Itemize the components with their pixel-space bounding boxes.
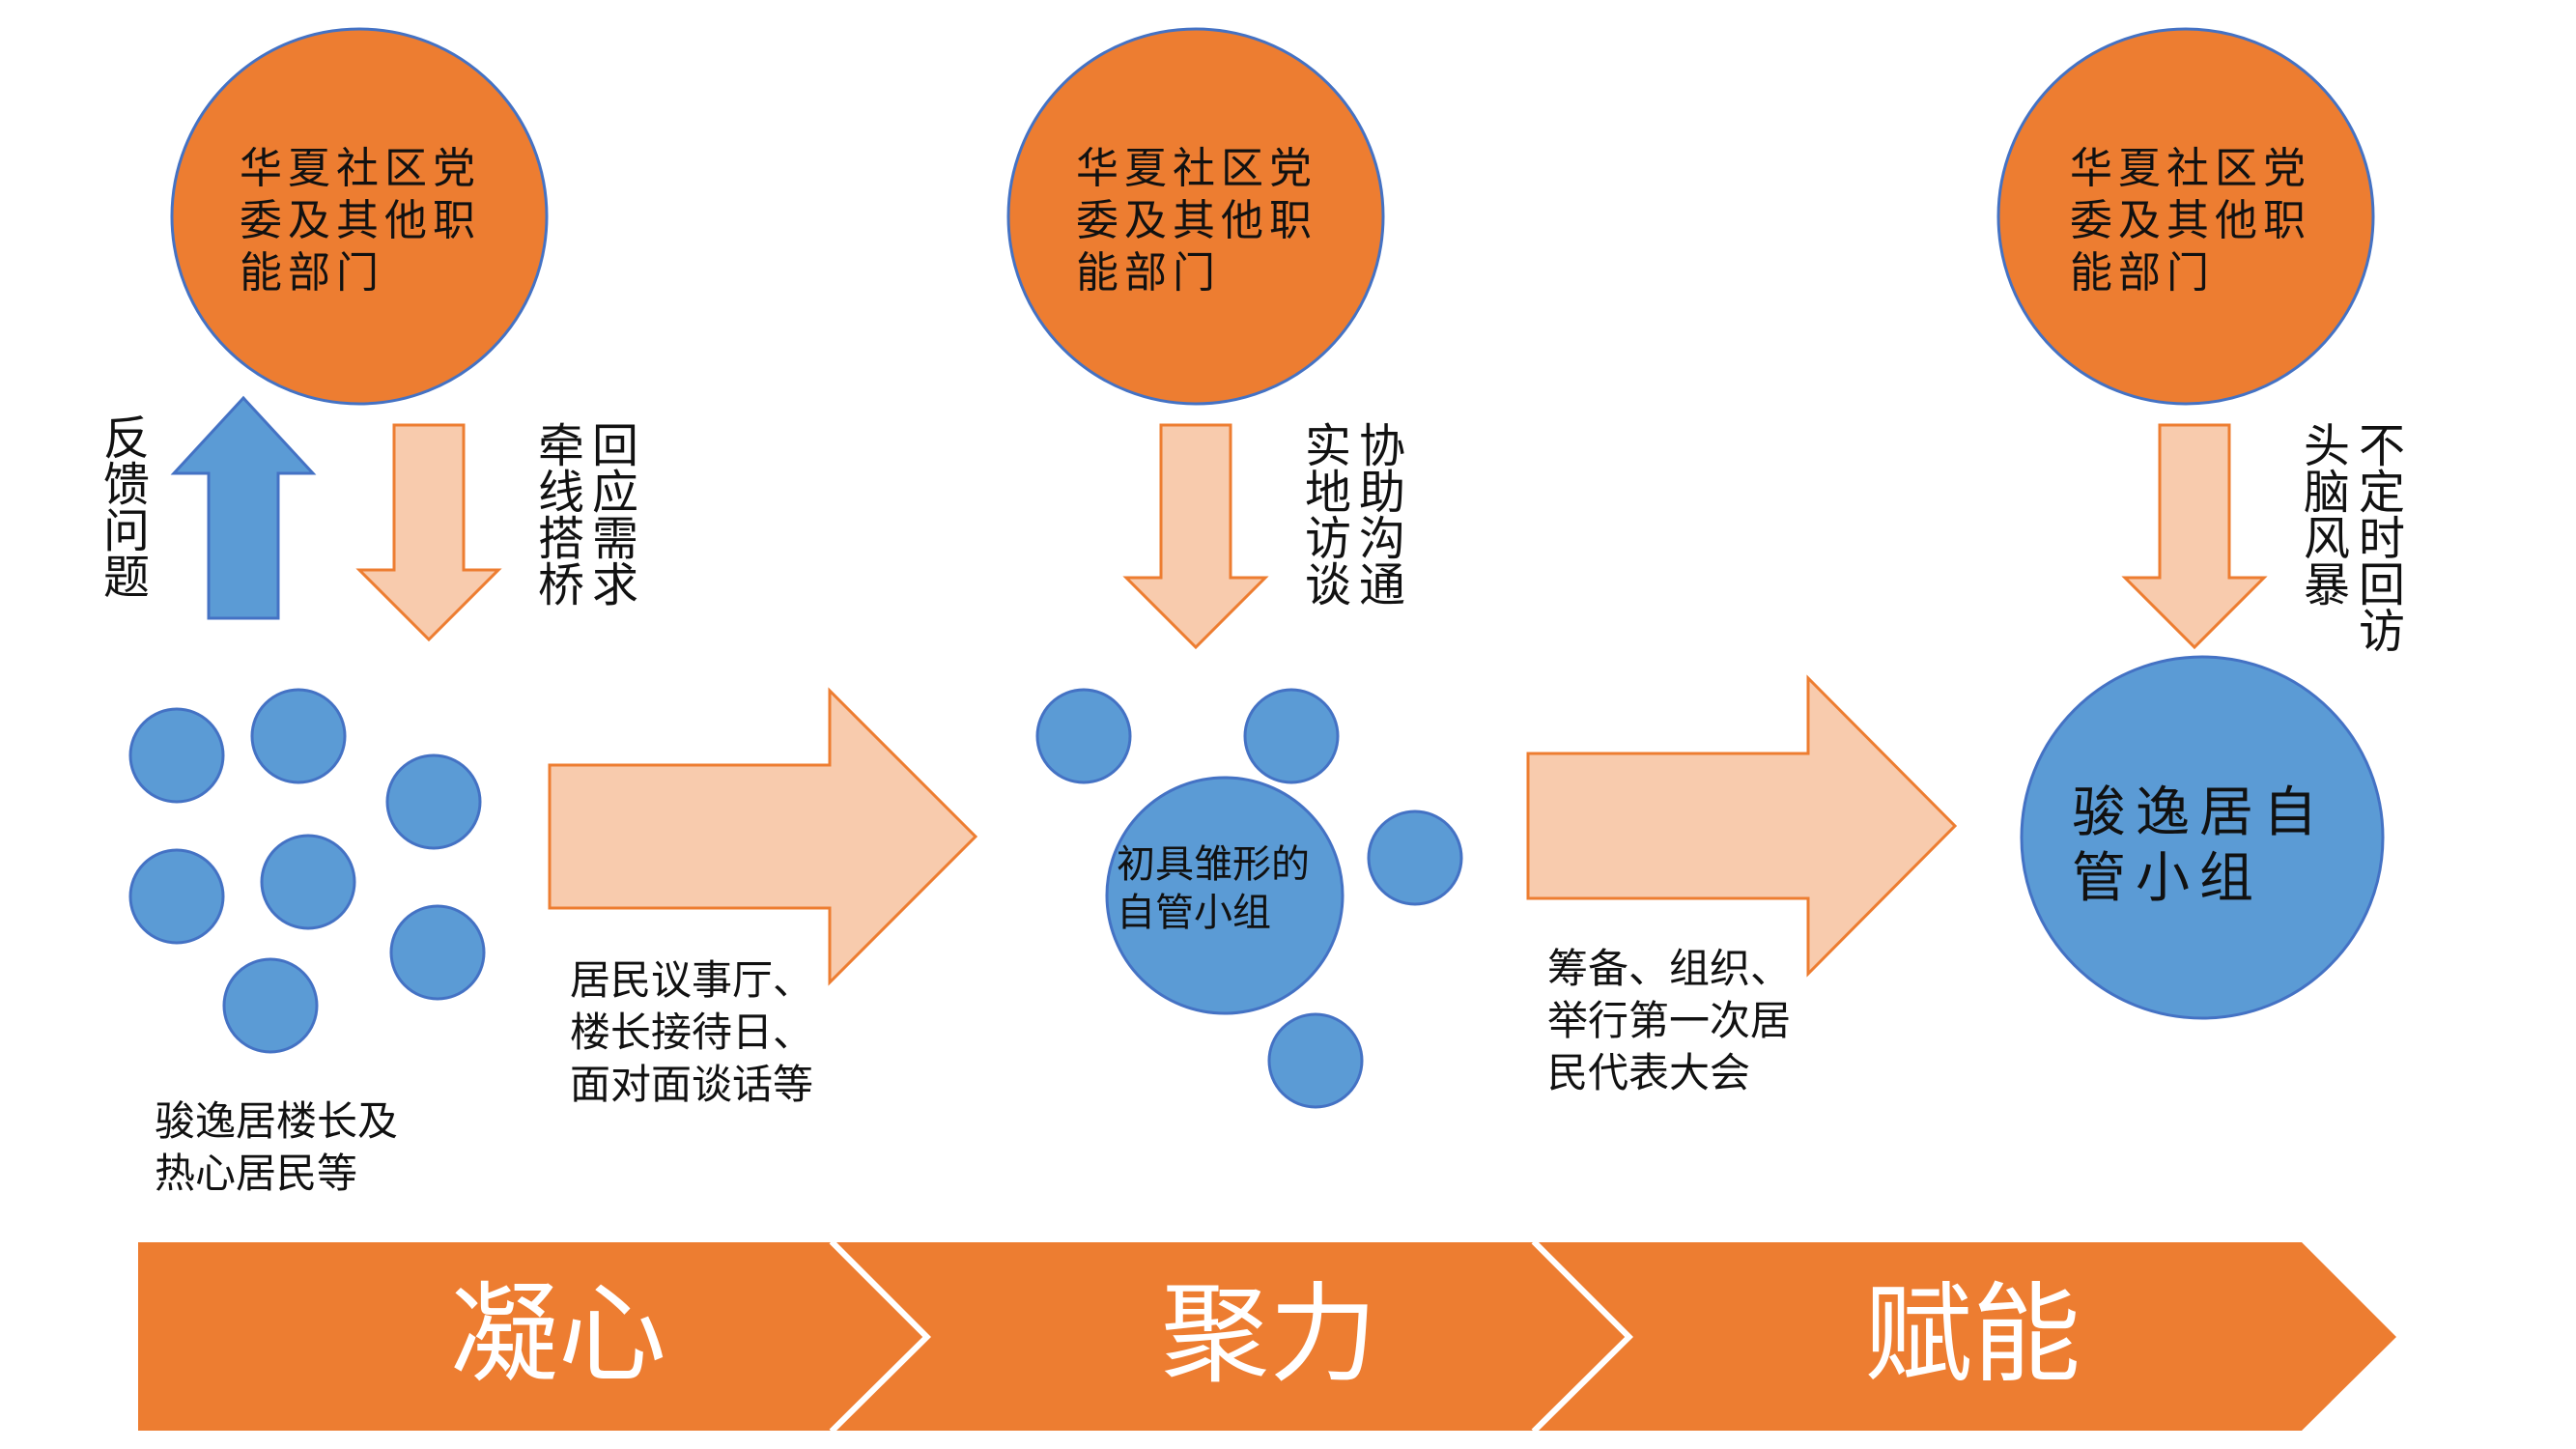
- caption-line: 热心居民等: [155, 1150, 358, 1197]
- field-interview-label: 实地访谈: [1296, 421, 1350, 607]
- circle-label-line: 华夏社区党: [2070, 144, 2311, 193]
- channels-caption: 居民议事厅、 楼长接待日、 面对面谈话等: [570, 954, 813, 1111]
- chevron-separator: [1531, 1240, 1630, 1433]
- down-arrow-icon: [2121, 423, 2268, 650]
- feedback-label: 反馈问题: [95, 413, 149, 599]
- resident-dot: [128, 848, 225, 945]
- resident-dot: [389, 904, 486, 1001]
- party-committee-circle-3: [1996, 27, 2375, 406]
- stage-chevron-1: [138, 1242, 925, 1431]
- circle-label-line: 委及其他职: [1076, 196, 1317, 245]
- caption-line: 民代表大会: [1547, 1049, 1751, 1096]
- circle-label-line: 能部门: [1076, 248, 1221, 298]
- resident-dot: [385, 753, 482, 850]
- stage-chevron-2: [836, 1242, 1628, 1431]
- circle-label-line: 初具雏形的: [1117, 842, 1310, 887]
- resident-dot: [260, 834, 356, 930]
- irregular-revisit-label: 不定时回访: [2350, 421, 2404, 653]
- embryonic-group-label: 初具雏形的 自管小组: [1117, 840, 1310, 937]
- assist-communication-label: 协助沟通: [1350, 421, 1404, 607]
- circle-label-line: 骏逸居自: [2072, 781, 2327, 844]
- member-dot: [1367, 810, 1463, 906]
- right-arrow-icon: [548, 687, 978, 986]
- chevron-separator: [829, 1240, 928, 1433]
- respond-needs-label: 回应需求: [583, 421, 637, 607]
- circle-label-line: 华夏社区党: [1076, 144, 1317, 193]
- bridge-label: 牵线搭桥: [529, 421, 583, 607]
- brainstorm-label: 头脑风暴: [2295, 421, 2349, 607]
- self-management-group-circle: [2020, 655, 2385, 1020]
- member-dot: [1035, 688, 1132, 784]
- caption-line: 面对面谈话等: [570, 1061, 814, 1108]
- member-dot: [1243, 688, 1340, 784]
- resident-dot: [128, 707, 225, 804]
- down-arrow-icon: [1122, 423, 1269, 650]
- feedback-up-arrow-icon: [170, 395, 317, 620]
- down-arrow-icon: [355, 423, 502, 642]
- caption-line: 举行第一次居: [1547, 997, 1792, 1044]
- embryonic-group-circle: [1105, 776, 1345, 1015]
- party-committee-circle-2: [1006, 27, 1385, 406]
- circle-label-line: 自管小组: [1117, 891, 1271, 935]
- party-committee-label-3: 华夏社区党 委及其他职 能部门: [2070, 143, 2311, 299]
- caption-line: 骏逸居楼长及: [155, 1097, 399, 1145]
- caption-line: 居民议事厅、: [570, 956, 814, 1004]
- party-committee-label-2: 华夏社区党 委及其他职 能部门: [1076, 143, 1317, 299]
- resident-dot: [222, 957, 319, 1054]
- caption-line: 筹备、组织、: [1547, 945, 1792, 992]
- stage-chevron-3: [1539, 1242, 2396, 1431]
- member-dot: [1267, 1012, 1364, 1109]
- circle-label-line: 委及其他职: [2070, 196, 2311, 245]
- stage-label-empowerment: 赋能: [1864, 1272, 2081, 1398]
- circle-label-line: 华夏社区党: [240, 144, 481, 193]
- party-committee-label-1: 华夏社区党 委及其他职 能部门: [240, 143, 481, 299]
- party-committee-circle-1: [170, 27, 549, 406]
- stage-label-cohesion: 凝心: [450, 1272, 666, 1398]
- resident-dot: [250, 688, 347, 784]
- stage-label-gathering: 聚力: [1161, 1272, 1377, 1398]
- caption-line: 楼长接待日、: [570, 1009, 814, 1056]
- right-arrow-icon: [1526, 674, 1958, 978]
- circle-label-line: 委及其他职: [240, 196, 481, 245]
- congress-caption: 筹备、组织、 举行第一次居 民代表大会: [1547, 943, 1791, 1099]
- self-management-group-label: 骏逸居自 管小组: [2072, 781, 2327, 912]
- residents-caption: 骏逸居楼长及 热心居民等: [155, 1095, 398, 1200]
- circle-label-line: 管小组: [2072, 847, 2263, 910]
- circle-label-line: 能部门: [2070, 248, 2215, 298]
- circle-label-line: 能部门: [240, 248, 384, 298]
